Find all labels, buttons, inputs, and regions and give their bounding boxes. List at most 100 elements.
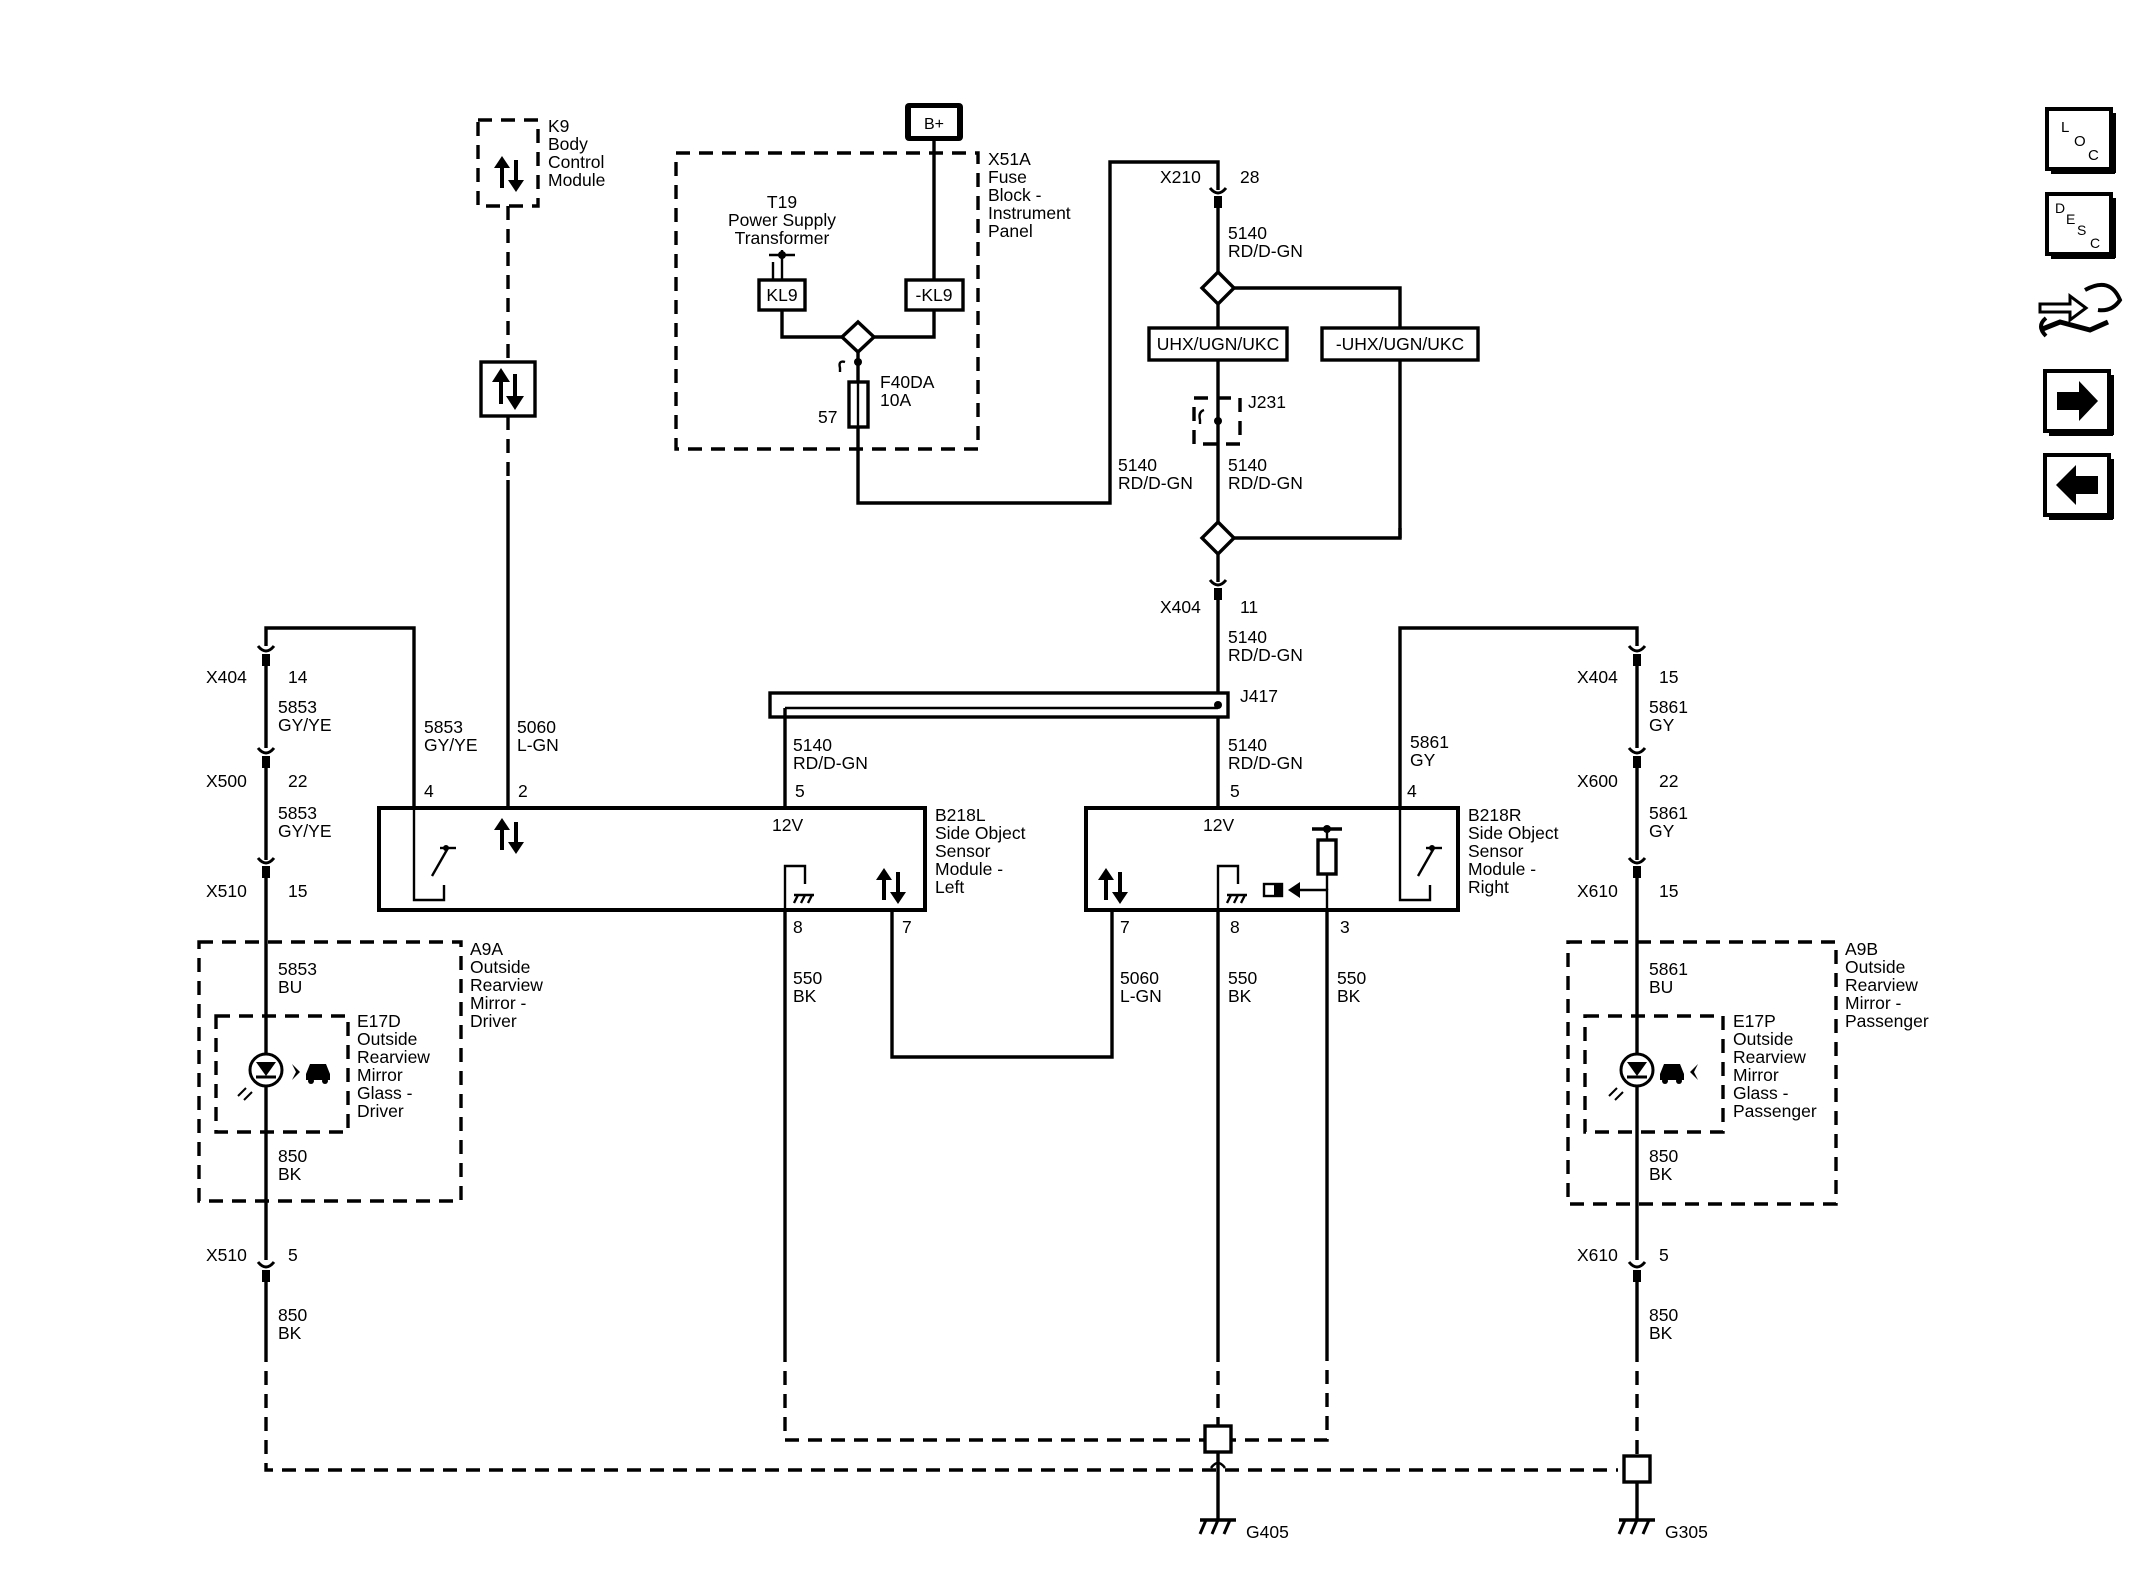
wire-5060-circuit: 5060 xyxy=(517,717,556,737)
option-box-not-uhx xyxy=(1320,326,1480,362)
wire-circuit: 850 xyxy=(278,1146,307,1166)
kl9-box xyxy=(757,278,807,312)
wire-5861-circuit: 5861 xyxy=(1410,732,1449,752)
connector-pin: 5 xyxy=(1659,1245,1669,1265)
prev-button[interactable] xyxy=(2043,453,2114,520)
desc-letter: C xyxy=(2090,235,2100,251)
pin-label: 4 xyxy=(424,781,434,801)
wire-5140-color: RD/D-GN xyxy=(1228,753,1303,773)
a9a-id: A9A xyxy=(470,939,503,959)
wire-5861 xyxy=(1398,626,1639,808)
t19-id: T19 xyxy=(767,192,797,212)
ground-icon xyxy=(1216,864,1247,910)
x610-connector xyxy=(1627,857,1647,878)
voltage-label: 12V xyxy=(1203,815,1234,835)
ground-bus-module xyxy=(783,1348,1329,1442)
wire-color: BK xyxy=(1649,1323,1673,1343)
connector-pin: 14 xyxy=(288,667,308,687)
pin-label: 7 xyxy=(902,917,912,937)
t19-line: Power Supply xyxy=(728,210,836,230)
ground-g405-icon xyxy=(1198,1518,1236,1535)
wire-color: BK xyxy=(278,1164,302,1184)
wire-5140-circuit: 5140 xyxy=(1228,223,1267,243)
wire-circuit: 5853 xyxy=(278,803,317,823)
desc-letter: D xyxy=(2055,200,2065,216)
serial-data-icon xyxy=(1098,868,1128,904)
b218l-id: B218L xyxy=(935,805,986,825)
wire-color: BK xyxy=(278,1323,302,1343)
desc-letter: E xyxy=(2066,211,2075,227)
a9a-line: Rearview xyxy=(470,975,543,995)
a9a-line: Mirror - xyxy=(470,993,527,1013)
wire-color: BK xyxy=(1649,1164,1673,1184)
connector-wrench-icon[interactable] xyxy=(2038,282,2123,338)
x51a-id: X51A xyxy=(988,149,1031,169)
ground-icon xyxy=(783,864,814,910)
connector-pin: 15 xyxy=(1659,881,1678,901)
wire-color: BU xyxy=(278,977,302,997)
wire-5140-circuit: 5140 xyxy=(793,735,832,755)
wire-circuit: 5853 xyxy=(278,959,317,979)
x51a-line: Block - xyxy=(988,185,1042,205)
e17p-id: E17P xyxy=(1733,1011,1776,1031)
indicator-driver-icon xyxy=(1262,825,1342,910)
arrow-left-icon xyxy=(2056,465,2098,505)
x51a-fuse-block: X51A Fuse Block - Instrument Panel xyxy=(674,149,1071,451)
option-box-uhx xyxy=(1147,326,1289,362)
k9-id: K9 xyxy=(548,116,569,136)
wire-5140-circuit: 5140 xyxy=(1118,455,1157,475)
a9b-line: Outside xyxy=(1845,957,1905,977)
b218l-line: Side Object xyxy=(935,823,1026,843)
wire-color: L-GN xyxy=(1120,986,1162,1006)
wire-5060-bottom xyxy=(890,910,1114,1059)
e17d-line: Driver xyxy=(357,1101,404,1121)
t19-line: Transformer xyxy=(735,228,830,248)
option-diamond xyxy=(1199,269,1237,307)
x51a-line: Instrument xyxy=(988,203,1071,223)
j231-splice xyxy=(1192,396,1242,446)
wire-5140-color: RD/D-GN xyxy=(1228,645,1303,665)
x404-connector xyxy=(1627,645,1647,666)
connector-id: X510 xyxy=(206,1245,247,1265)
loc-letter: C xyxy=(2088,147,2099,164)
wire-5140-fuse xyxy=(856,160,1220,505)
pin-label: 5 xyxy=(1230,781,1240,801)
fuse-rating: 10A xyxy=(880,390,911,410)
pin-label: 3 xyxy=(1340,917,1350,937)
x510-connector xyxy=(256,857,276,878)
blind-spot-car-icon xyxy=(292,1064,330,1084)
serial-data-icon xyxy=(494,818,524,854)
option-diamond xyxy=(1199,519,1237,557)
e17d-line: Rearview xyxy=(357,1047,430,1067)
connector-pin: 22 xyxy=(1659,771,1678,791)
e17p-line: Mirror xyxy=(1733,1065,1779,1085)
b218l-module xyxy=(377,806,927,912)
wire-color: GY xyxy=(1649,715,1675,735)
j417-label: J417 xyxy=(1240,686,1278,706)
connector-id: X510 xyxy=(206,881,247,901)
x210-connector xyxy=(1208,187,1228,208)
connector-pin: 22 xyxy=(288,771,307,791)
wire-circuit: 550 xyxy=(1337,968,1366,988)
ground-g305-icon xyxy=(1617,1518,1655,1535)
k9-line: Control xyxy=(548,152,604,172)
fuse-pin: 57 xyxy=(818,407,837,427)
b218r-line: Module - xyxy=(1468,859,1536,879)
not-kl9-box xyxy=(904,278,965,312)
k9-line: Body xyxy=(548,134,588,154)
b218r-line: Right xyxy=(1468,877,1509,897)
b218l-line: Sensor xyxy=(935,841,991,861)
transformer-symbol xyxy=(769,250,795,280)
wire-circuit: 5853 xyxy=(278,697,317,717)
wire-circuit: 850 xyxy=(278,1305,307,1325)
wire-5140-circuit: 5140 xyxy=(1228,735,1267,755)
desc-button[interactable]: D E S C xyxy=(2045,192,2116,259)
ground-splice-g305 xyxy=(1622,1454,1652,1484)
loc-button[interactable]: L O C xyxy=(2045,107,2116,174)
a9a-line: Outside xyxy=(470,957,530,977)
x404-connector xyxy=(256,645,276,666)
blind-spot-car-icon xyxy=(1660,1064,1698,1084)
a9b-line: Mirror - xyxy=(1845,993,1902,1013)
next-button[interactable] xyxy=(2043,369,2114,436)
